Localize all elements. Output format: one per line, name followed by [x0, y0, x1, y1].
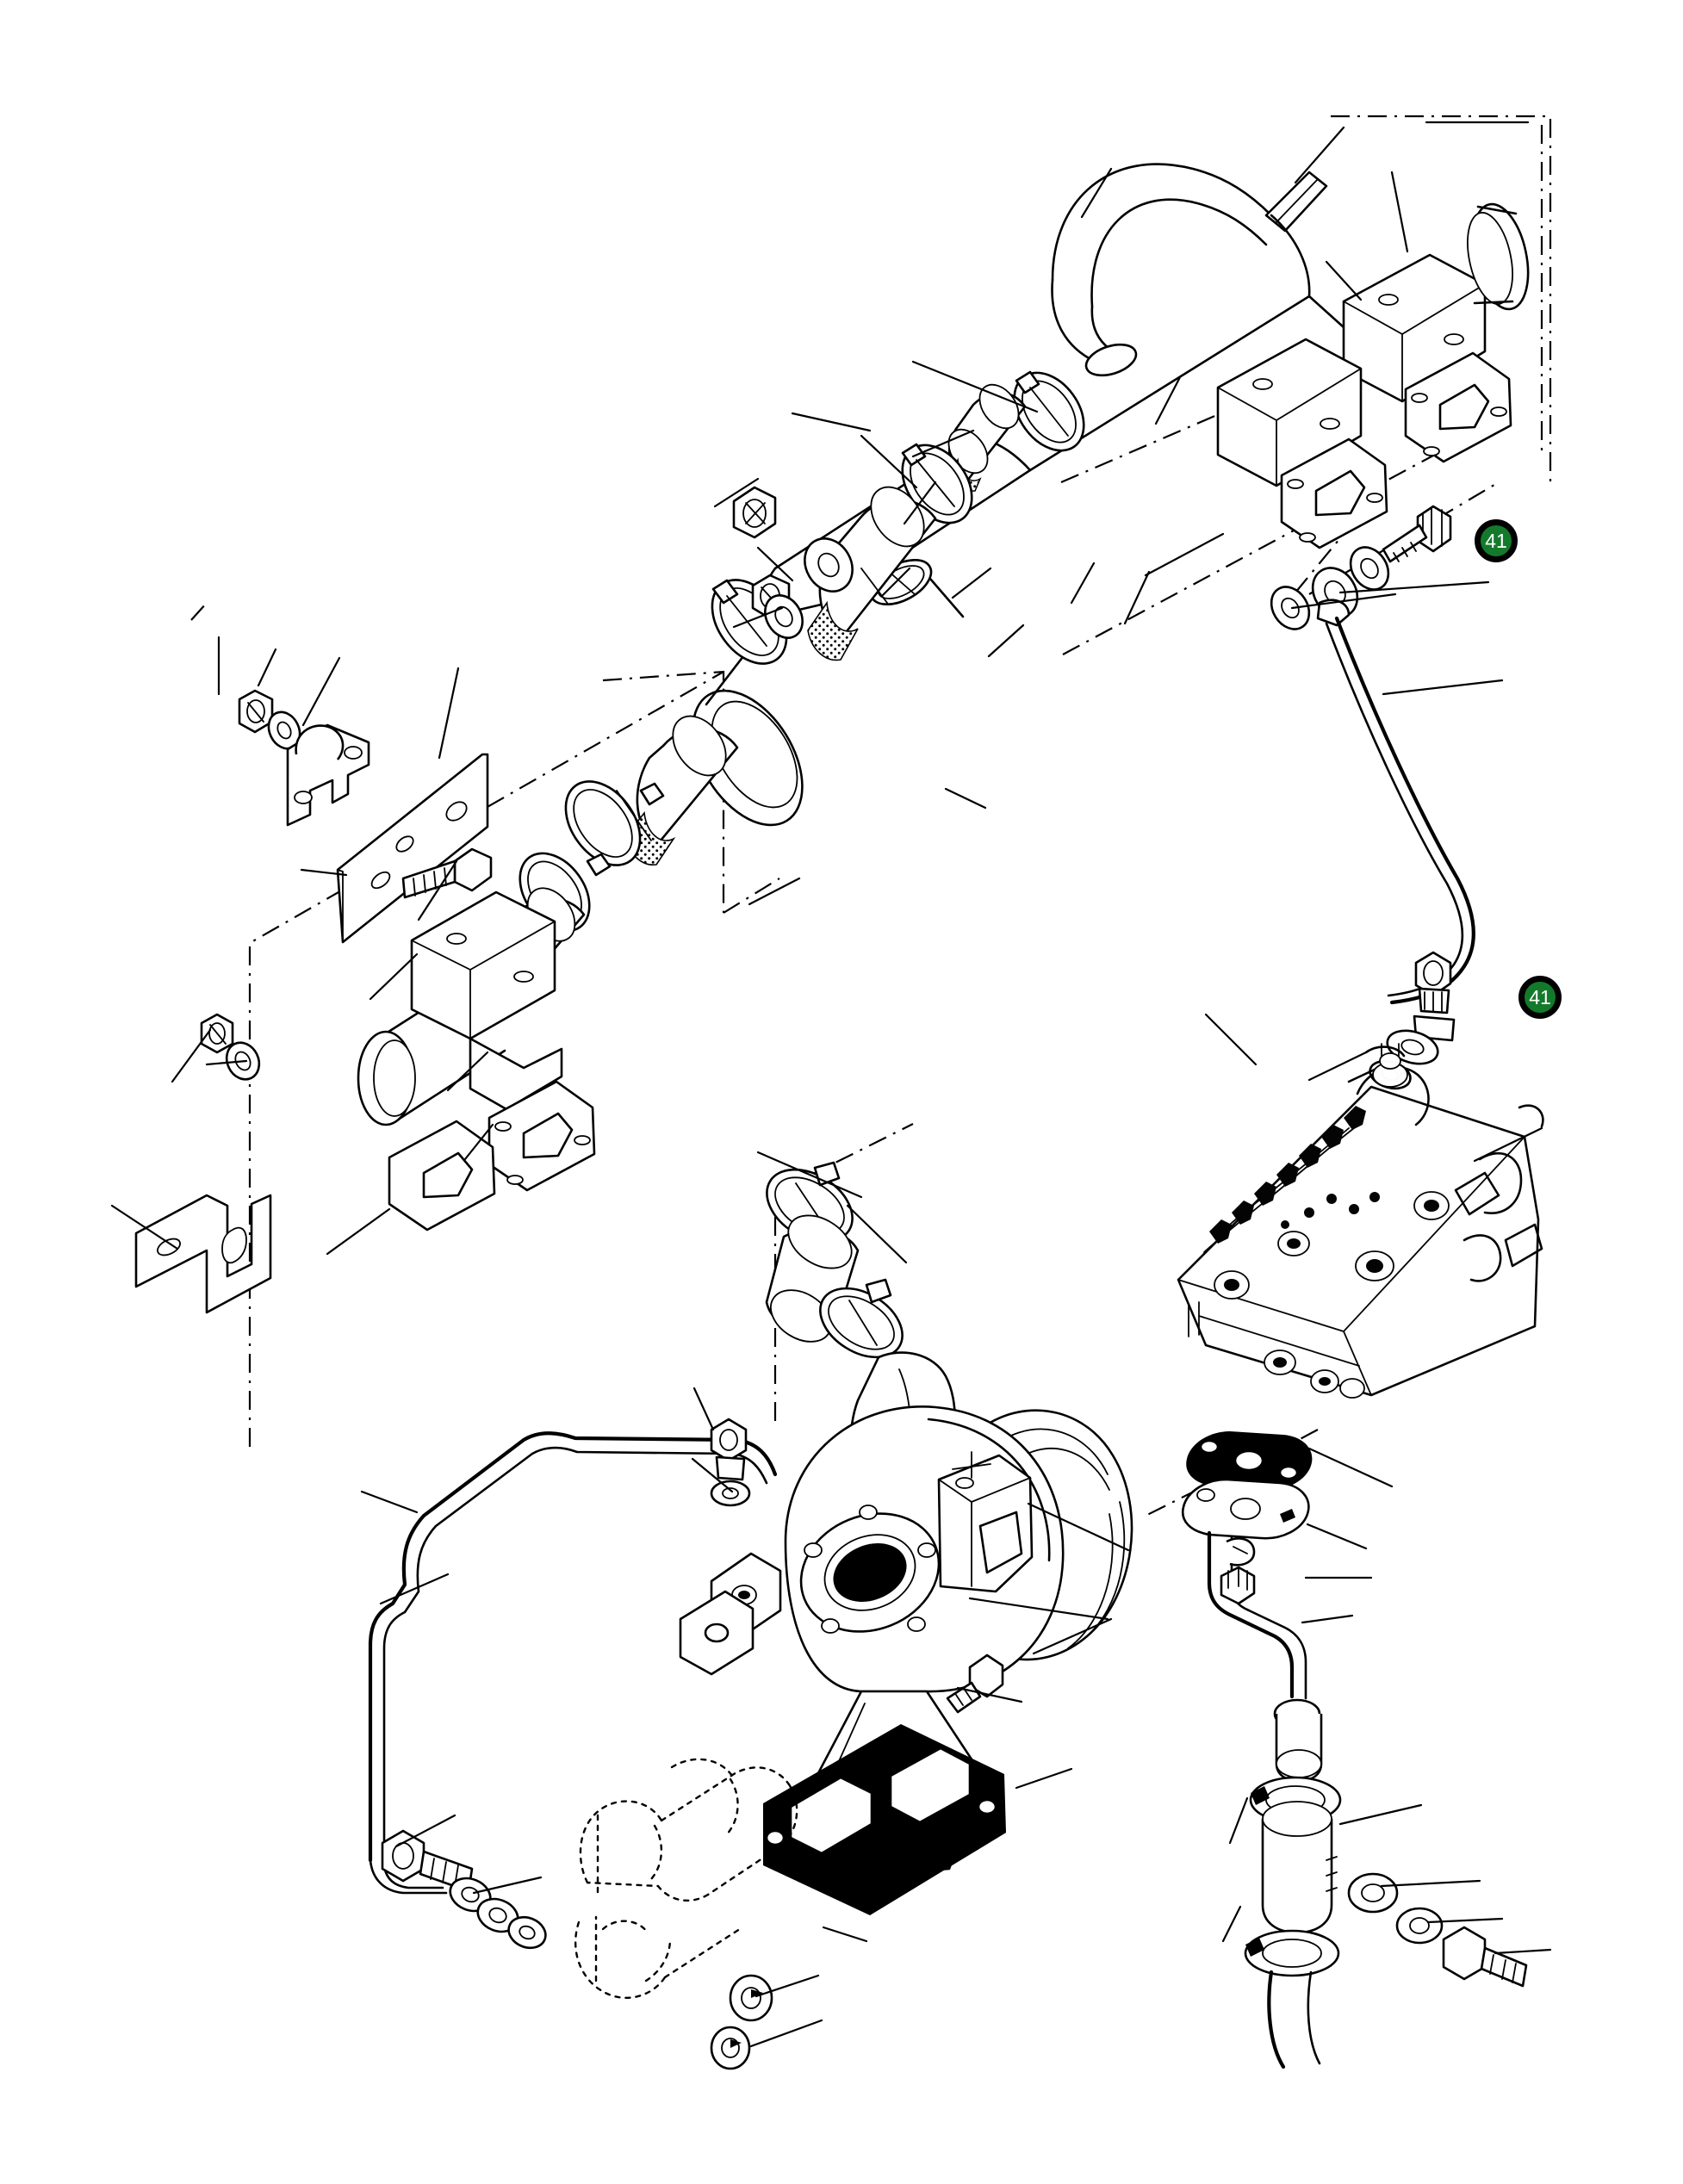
- turbo-oil-bolt-left: [710, 1418, 751, 1507]
- housing-nut-1: [729, 1974, 773, 2022]
- oil-drain-clip: [1226, 1537, 1256, 1567]
- mounting-bracket-group: [134, 689, 493, 1314]
- washer-left-tube-2: [476, 1897, 519, 1933]
- hose-clamp-1: [1013, 370, 1085, 452]
- oil-drain-hose-lower: [1261, 1801, 1338, 1934]
- leader-lines: [110, 121, 1552, 2048]
- engine-block-group: [1177, 1043, 1544, 1399]
- oil-drain-gasket-lower: [1181, 1478, 1310, 1540]
- exhaust-port-flange-lower-left-1: [488, 1080, 596, 1192]
- oil-drain-bolt: [1220, 1566, 1256, 1605]
- fastener-stack-upper: [732, 486, 854, 639]
- lower-manifold-body: [357, 890, 596, 1232]
- washer-left-tube-1: [449, 1877, 492, 1913]
- hex-bolt-plate: [401, 847, 493, 899]
- washer-left-tube-3: [507, 1915, 547, 1950]
- callout-41-lower[interactable]: 41: [1518, 976, 1562, 1019]
- exhaust-port-gasket-lower-left: [388, 1120, 496, 1232]
- washer-upper-1: [804, 537, 854, 593]
- exhaust-port-flange-lower: [1280, 437, 1388, 549]
- turbo-oil-flange-left: [679, 1552, 782, 1676]
- oil-drain-tube-left: [368, 1418, 782, 1950]
- oil-drain-hose-clamp-2: [1244, 1929, 1340, 1977]
- turbocharger-group: [763, 1161, 1133, 1915]
- turbo-inlet-clamp-2: [819, 1278, 904, 1359]
- oil-drain-line-group: [1181, 1431, 1528, 2069]
- oil-drain-gasket-upper: [1186, 1431, 1313, 1491]
- nut-bracket-bottom: [200, 1013, 234, 1054]
- intake-manifold-group: [692, 163, 1530, 827]
- washer-upper-2: [764, 594, 804, 639]
- nut-upper-1: [732, 486, 777, 539]
- exhaust-port-flange-upper: [1404, 351, 1512, 463]
- turbine-base-gasket: [763, 1724, 1006, 1915]
- oil-drain-bolt-stack: [1347, 1872, 1528, 1988]
- banjo-bolt-lower: [1413, 951, 1456, 1042]
- oil-drain-hose: [1273, 1698, 1323, 1783]
- turbo-bearing-housing: [937, 1451, 1034, 1593]
- hose-clamp-4: [564, 780, 665, 866]
- oil-supply-line-group: [1270, 505, 1475, 1090]
- manifold-outlet-rings: [1467, 202, 1530, 311]
- oil-tube-left-fittings: [369, 1829, 547, 1950]
- manifold-mouth-left: [692, 613, 804, 827]
- flywheel-housing-group: [574, 1758, 798, 2070]
- air-connector-group: [490, 370, 1085, 1002]
- callout-41-upper[interactable]: 41: [1475, 519, 1518, 562]
- mounting-plate: [336, 753, 489, 944]
- nut-left: [238, 689, 274, 734]
- housing-nut-2: [710, 2026, 751, 2070]
- clamp-bracket: [286, 723, 370, 827]
- connector-tube-2: [807, 486, 937, 661]
- banjo-bolt-upper: [1382, 505, 1452, 563]
